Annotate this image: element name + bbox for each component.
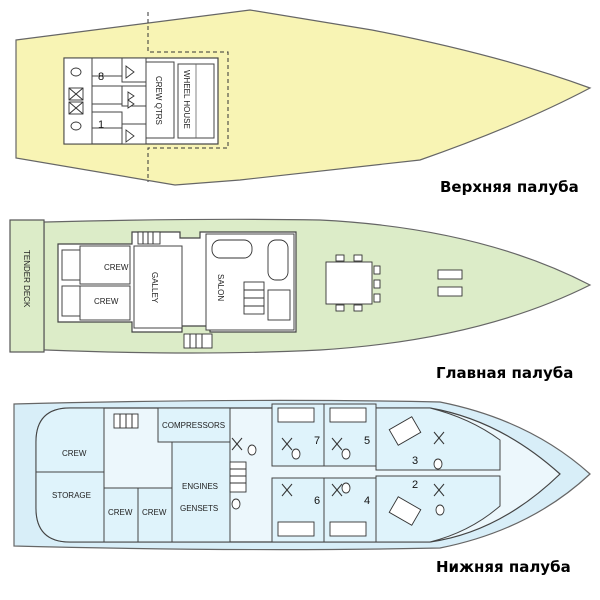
cabin-number: 8 — [98, 71, 104, 83]
hatch-icon — [437, 269, 463, 280]
upper-bunk-1 — [91, 57, 123, 77]
stairs-icon — [229, 461, 247, 493]
engines-label: ENGINES — [182, 482, 218, 491]
shower-icon — [281, 437, 293, 451]
wheel-house-label: WHEEL HOUSE — [182, 70, 191, 129]
shower-icon — [68, 87, 84, 101]
storage-room — [35, 471, 105, 543]
main-crew-cabin-b — [79, 285, 131, 321]
tender-deck-label: TENDER DECK — [22, 250, 31, 308]
cabin-number: 7 — [314, 435, 320, 447]
toilet-icon — [231, 498, 241, 510]
main-crew-label-a: CREW — [104, 263, 129, 272]
shower-icon — [331, 437, 343, 451]
compressors-label: COMPRESSORS — [162, 421, 225, 430]
lower-crew-label-b: CREW — [142, 508, 167, 517]
pillow-icon — [127, 99, 135, 109]
main-deck-title: Главная палуба — [436, 364, 573, 382]
engines-room — [171, 441, 231, 543]
lower-deck-title: Нижняя палуба — [436, 558, 571, 576]
tender-deck-area — [9, 219, 45, 353]
lower-crew-label-a: CREW — [108, 508, 133, 517]
crew-qtrs-room — [145, 61, 175, 139]
sofa-icon — [267, 239, 289, 281]
pillow-icon — [127, 91, 135, 101]
shower-icon — [433, 431, 445, 445]
cabin-number: 3 — [412, 455, 418, 467]
salon-label: SALON — [216, 274, 225, 301]
cabin-number: 2 — [412, 479, 418, 491]
main-crew-label-b: CREW — [94, 297, 119, 306]
shower-icon — [433, 483, 445, 497]
bed-icon — [277, 521, 315, 537]
toilet-icon — [70, 121, 82, 131]
upper-bunk-3 — [91, 85, 123, 105]
upper-deck-canopy-outline — [147, 12, 229, 182]
upper-deck-title: Верхняя палуба — [440, 178, 579, 196]
cabin-number: 6 — [314, 495, 320, 507]
pillow-icon — [125, 129, 135, 143]
lower-crew-cabin-a — [103, 487, 139, 543]
lower-crew-label: CREW — [62, 449, 87, 458]
shower-icon — [281, 483, 293, 497]
upper-deck: 8 1 CREW QTRS WHEEL HOUSE Верхняя палуба — [15, 9, 592, 196]
pillow-icon — [125, 65, 135, 79]
galley-label: GALLEY — [150, 272, 159, 304]
toilet-icon — [291, 448, 301, 460]
deck-chairs — [335, 254, 381, 312]
galley-room — [133, 245, 183, 329]
lower-crew-room — [35, 407, 105, 473]
sofa-icon — [211, 239, 253, 259]
bed-icon — [388, 416, 422, 446]
toilet-icon — [341, 482, 351, 494]
cabin-number: 5 — [364, 435, 370, 447]
bed-icon — [329, 521, 367, 537]
toilet-icon — [247, 444, 257, 456]
gensets-label: GENSETS — [180, 504, 218, 513]
counter-icon — [267, 289, 291, 321]
toilet-icon — [70, 67, 82, 77]
bed-icon — [329, 407, 367, 423]
compressors-room — [157, 407, 231, 443]
stairs-icon — [183, 333, 213, 349]
cabin-number: 1 — [98, 119, 104, 131]
lower-crew-cabin-b — [137, 487, 173, 543]
main-crew-cabin-a — [79, 245, 131, 285]
hatch-icon — [437, 286, 463, 297]
cabin-number: 4 — [364, 495, 370, 507]
stairs-icon — [137, 231, 161, 245]
shower-icon — [68, 101, 84, 115]
toilet-icon — [341, 448, 351, 460]
lower-deck: 7 5 3 2 6 4 CREW STORAGE CREW CREW COMPR… — [13, 399, 591, 576]
deck-table — [325, 261, 373, 305]
toilet-icon — [433, 458, 443, 470]
shower-icon — [231, 437, 243, 451]
main-head-a — [61, 249, 81, 281]
upper-bunk-5 — [91, 111, 123, 129]
shower-icon — [331, 483, 343, 497]
crew-qtrs-label: CREW QTRS — [154, 76, 163, 125]
bed-icon — [388, 496, 422, 526]
main-head-b — [61, 285, 81, 317]
bed-icon — [277, 407, 315, 423]
storage-label: STORAGE — [52, 491, 91, 500]
main-deck: TENDER DECK CREW CREW GALL — [9, 218, 592, 382]
toilet-icon — [435, 504, 445, 516]
